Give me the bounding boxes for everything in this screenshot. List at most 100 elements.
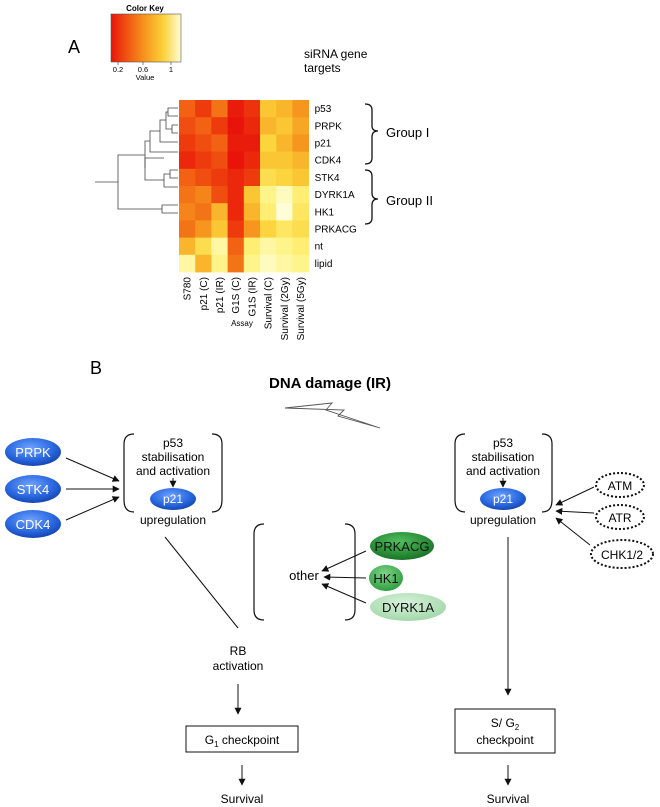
group-ii-label: Group II xyxy=(386,193,433,208)
heatmap-cell xyxy=(276,220,293,238)
left-p21-node xyxy=(150,488,196,510)
heatmap-cell xyxy=(276,237,293,256)
heatmap-cell xyxy=(179,100,196,118)
row-label: PRPK xyxy=(315,121,343,132)
heatmap-cell xyxy=(260,220,277,238)
heatmap-cell xyxy=(292,186,309,204)
right-p21-label: p21 xyxy=(493,492,513,506)
heatmap-cell xyxy=(260,134,277,152)
column-label: G1S (C) xyxy=(231,277,242,314)
stk4-label: STK4 xyxy=(17,482,50,497)
row-label: lipid xyxy=(315,259,333,270)
heatmap-cell xyxy=(179,254,196,273)
row-header-line1: siRNA gene xyxy=(304,47,368,61)
hk1-node xyxy=(369,565,403,591)
heatmap-cell xyxy=(227,151,245,170)
heatmap-cell xyxy=(292,254,309,273)
stk4-node xyxy=(5,475,61,503)
heatmap-cell xyxy=(260,117,277,135)
heatmap-cell xyxy=(292,203,309,221)
other-box xyxy=(253,523,356,621)
heatmap-cell xyxy=(292,168,309,187)
heatmap-cell xyxy=(292,151,309,170)
hk1-label: HK1 xyxy=(373,571,398,586)
heatmap-cell xyxy=(276,186,293,204)
heatmap-cell xyxy=(243,168,261,187)
heatmap-cell xyxy=(243,117,261,135)
color-key-tick: 0.6 xyxy=(138,65,148,74)
heatmap-cell xyxy=(195,254,212,273)
heatmap-cell xyxy=(211,186,228,204)
row-label: HK1 xyxy=(315,207,335,218)
group-ii-bracket xyxy=(364,169,379,225)
column-label: Survival (2Gy) xyxy=(280,277,291,340)
heatmap-cell xyxy=(227,168,245,187)
group-i-bracket xyxy=(364,103,379,165)
row-label: DYRK1A xyxy=(315,190,355,201)
heatmap-cell xyxy=(211,254,228,273)
atr-node xyxy=(595,504,645,530)
atm-node xyxy=(595,472,645,498)
column-label: Survival (5Gy) xyxy=(296,277,307,340)
color-key-title: Color Key xyxy=(126,4,164,13)
sg2-checkpoint-line1: S/ G2 xyxy=(491,716,520,732)
heatmap-cell xyxy=(211,203,228,221)
color-key: Color Key 0.2 0.6 1 Value xyxy=(110,4,182,82)
left-box-line3: and activation xyxy=(136,464,210,478)
heatmap-cell xyxy=(211,100,228,118)
right-box-line2: stabilisation xyxy=(472,450,535,464)
chk12-label: CHK1/2 xyxy=(601,548,643,562)
group-i-label: Group I xyxy=(386,125,429,140)
heatmap xyxy=(179,100,309,273)
heatmap-cell xyxy=(195,117,212,135)
heatmap-cell xyxy=(276,134,293,152)
dyrk1a-arrow xyxy=(321,583,367,604)
heatmap-cell xyxy=(276,168,293,187)
right-p53-box xyxy=(454,433,553,513)
row-label: nt xyxy=(315,242,324,253)
chk12-node xyxy=(590,539,654,569)
right-box-line1: p53 xyxy=(493,436,513,450)
atr-arrow xyxy=(555,507,595,515)
row-header-line2: targets xyxy=(304,61,341,75)
left-to-rb-line xyxy=(164,536,239,629)
column-label: G1S (IR) xyxy=(247,277,258,316)
heatmap-cell xyxy=(179,134,196,152)
heatmap-cell xyxy=(179,220,196,238)
right-p21-node xyxy=(480,488,526,510)
cdk4-label: CDK4 xyxy=(16,517,51,532)
heatmap-cell xyxy=(243,237,261,256)
prpk-arrow xyxy=(65,457,120,482)
heatmap-cell xyxy=(195,186,212,204)
heatmap-cell xyxy=(195,237,212,256)
heatmap-cell xyxy=(276,100,293,118)
heatmap-cell xyxy=(276,151,293,170)
atm-label: ATM xyxy=(608,479,632,493)
heatmap-cell xyxy=(211,151,228,170)
heatmap-cell xyxy=(195,203,212,221)
heatmap-cell xyxy=(227,100,245,118)
g1-checkpoint-label: G1 checkpoint xyxy=(205,733,280,749)
heatmap-cell xyxy=(260,254,277,273)
panel-a-label: A xyxy=(68,37,80,57)
color-key-axis-label: Value xyxy=(136,73,155,82)
dyrk1a-node xyxy=(370,593,446,621)
row-dendrogram xyxy=(95,107,178,214)
prkacg-node xyxy=(370,532,434,560)
heatmap-cell xyxy=(179,186,196,204)
rb-line2: activation xyxy=(213,659,264,673)
heatmap-cell xyxy=(179,237,196,256)
survival-left: Survival xyxy=(221,792,264,806)
heatmap-cell xyxy=(211,168,228,187)
row-label: CDK4 xyxy=(315,156,342,167)
heatmap-cell xyxy=(211,134,228,152)
heatmap-cell xyxy=(292,220,309,238)
prkacg-label: PRKACG xyxy=(375,539,430,554)
heatmap-cell xyxy=(227,237,245,256)
row-label: PRKACG xyxy=(315,225,357,236)
survival-right: Survival xyxy=(487,792,530,806)
x-axis-label: Assay xyxy=(231,319,253,328)
heatmap-cell xyxy=(243,151,261,170)
